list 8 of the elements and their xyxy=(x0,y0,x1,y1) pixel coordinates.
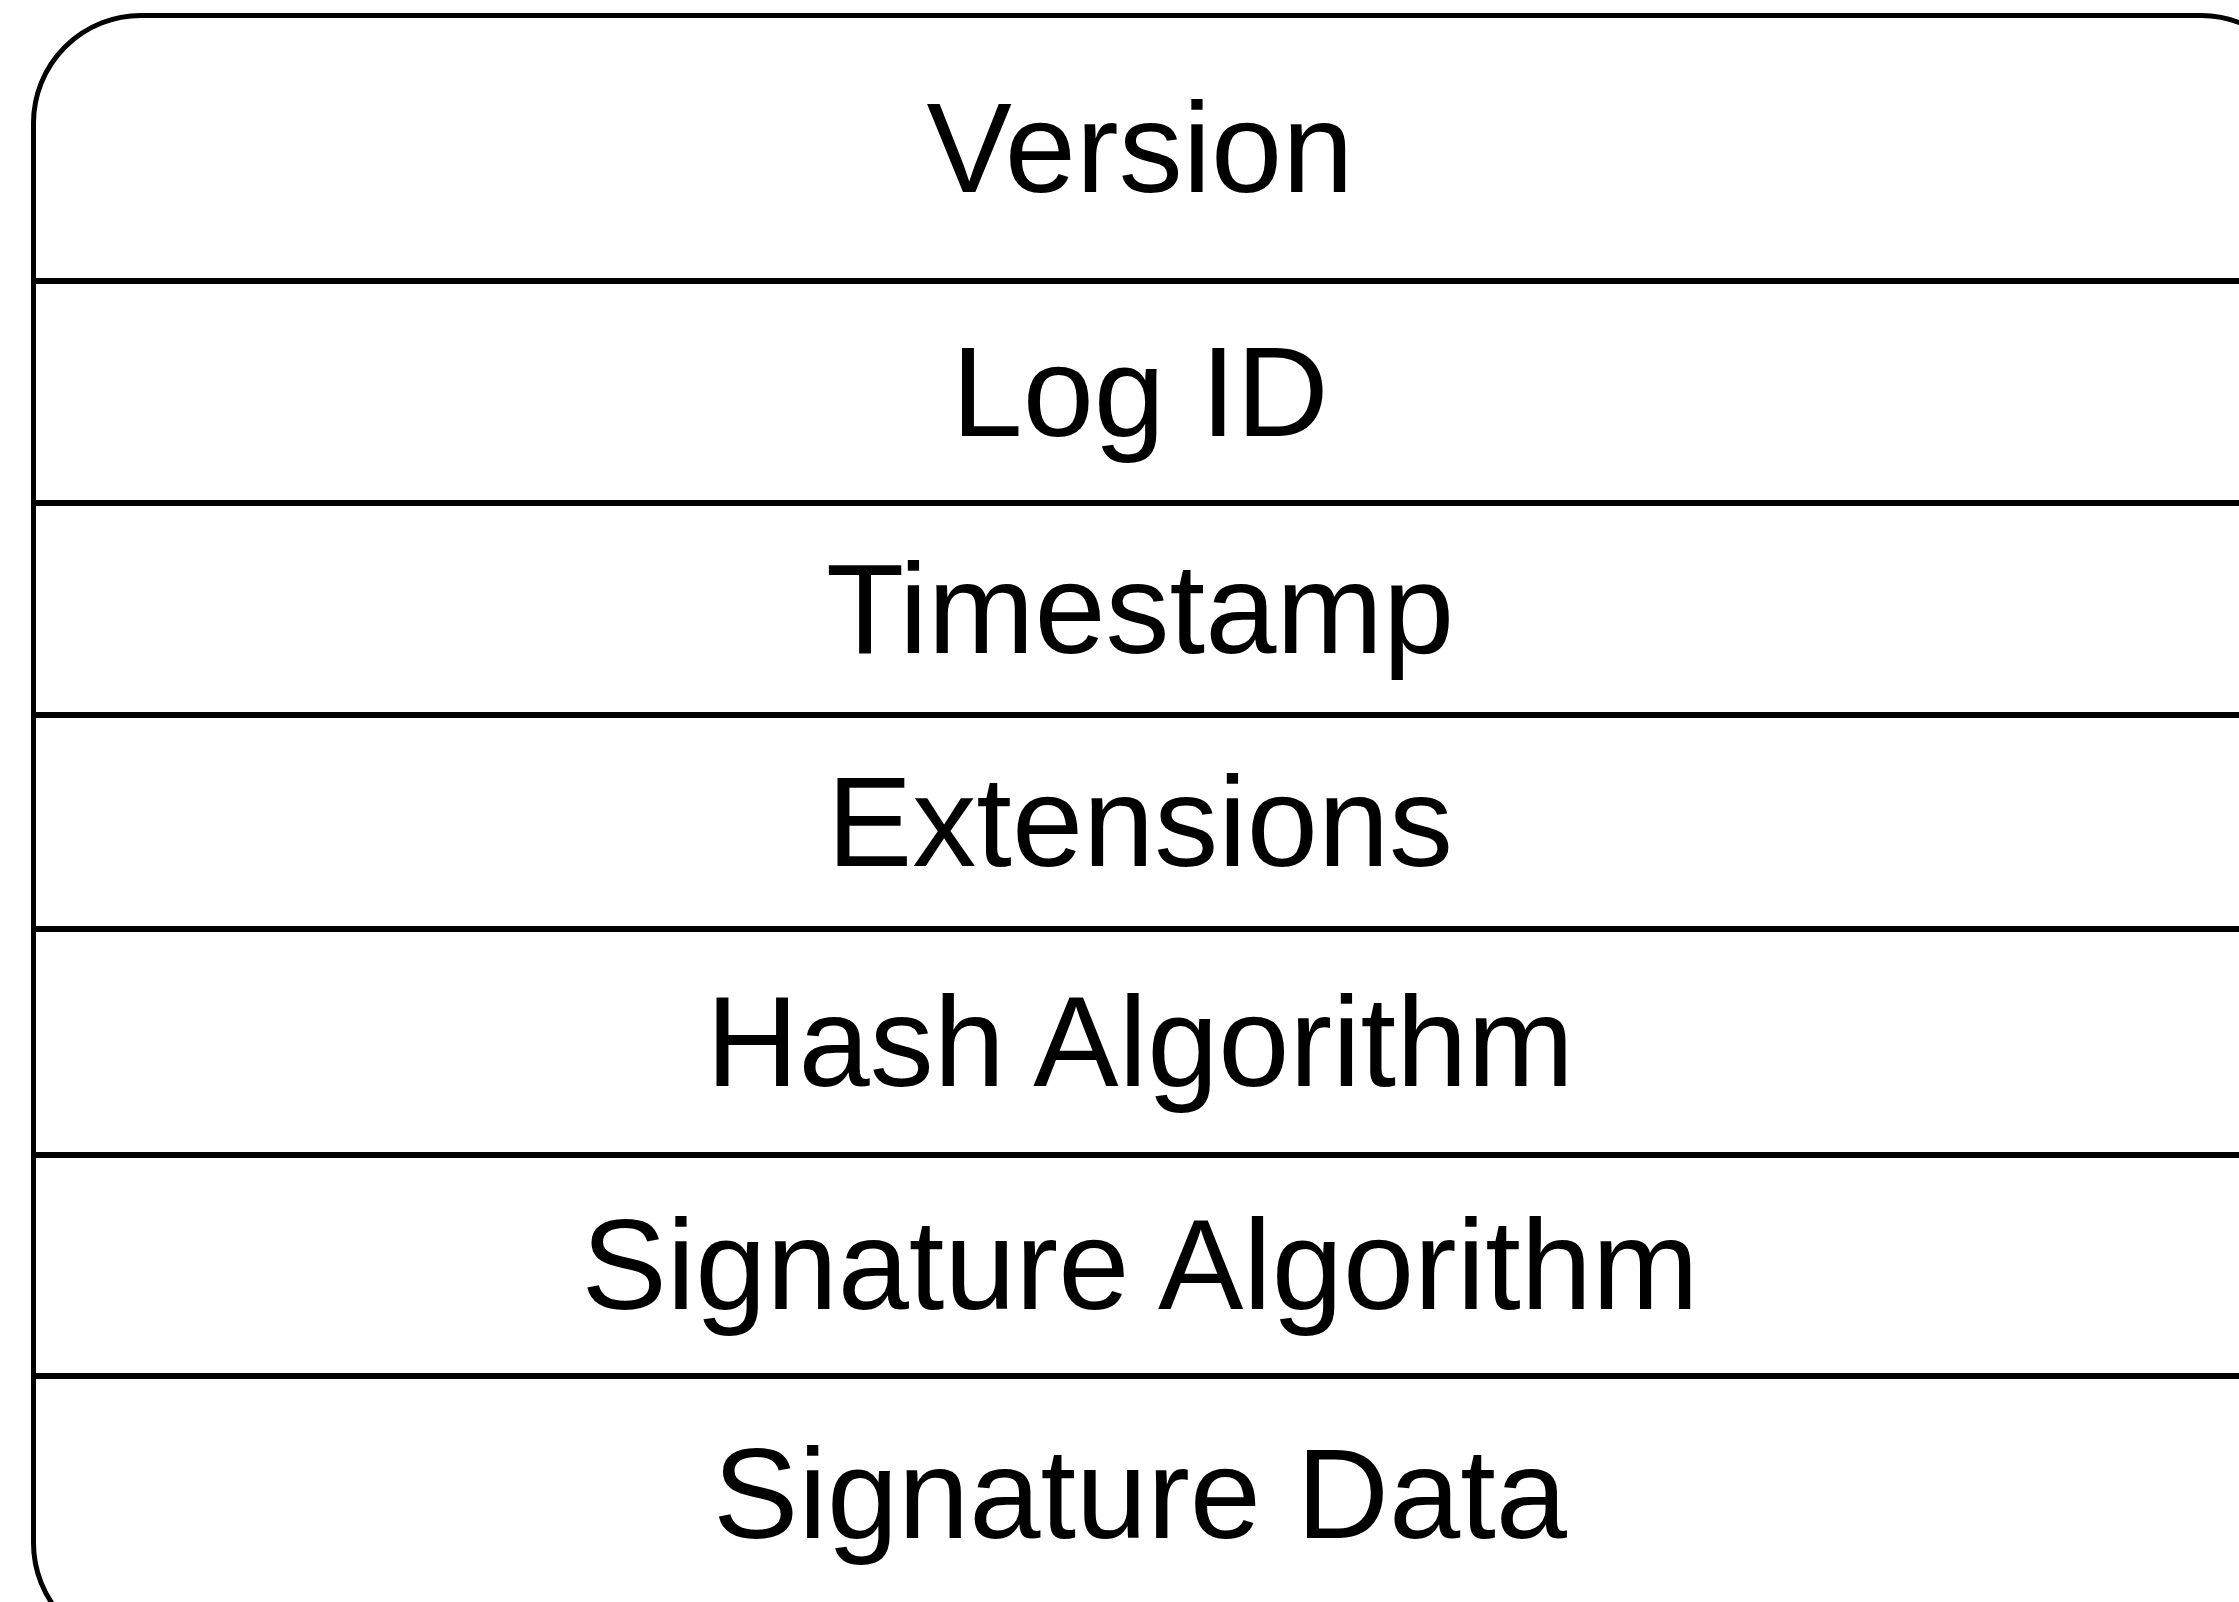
field-name: Timestamp xyxy=(825,538,1455,680)
field-name: Log ID xyxy=(951,321,1329,463)
field-name: Extensions xyxy=(826,751,1454,893)
field-name: Signature Algorithm xyxy=(581,1195,1699,1336)
record-box xyxy=(31,13,2239,1602)
field-name: Signature Data xyxy=(713,1423,1567,1565)
field-name: Hash Algorithm xyxy=(706,971,1574,1113)
field-name: Version xyxy=(926,77,1354,219)
